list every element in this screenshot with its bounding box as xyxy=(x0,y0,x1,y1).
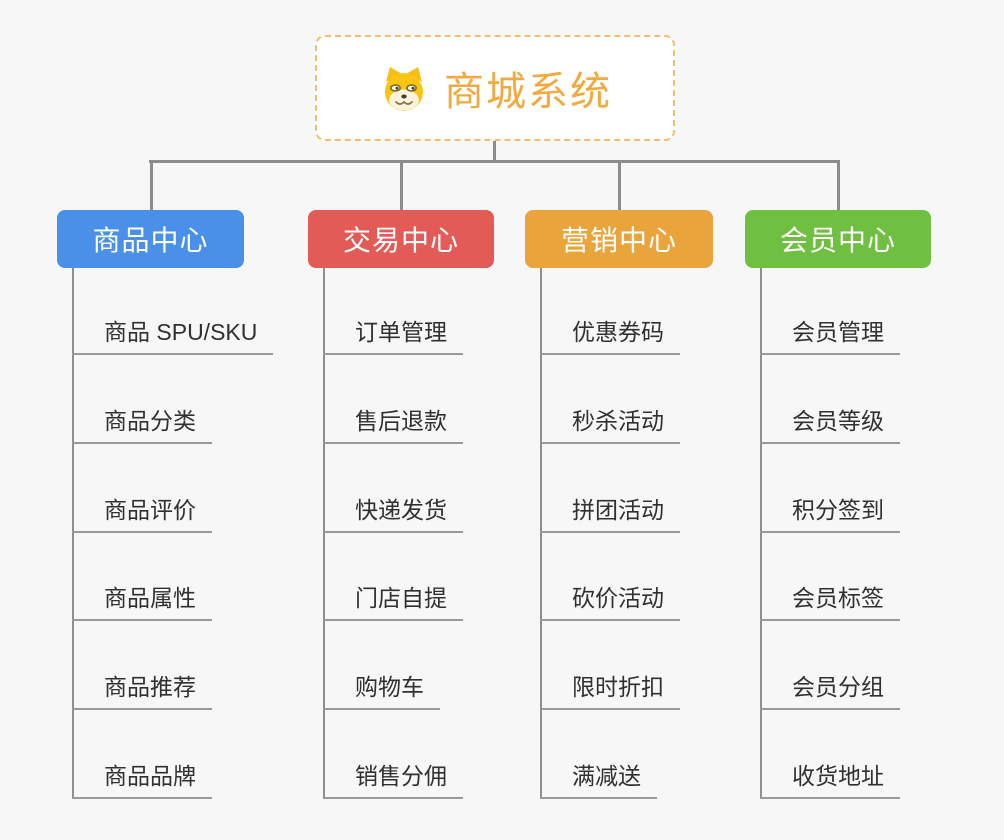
connector-line xyxy=(400,160,403,210)
leaf-node[interactable]: 砍价活动 xyxy=(540,581,680,621)
branch-node[interactable]: 商品中心 xyxy=(57,210,244,268)
root-node[interactable]: 商城系统 xyxy=(315,35,675,141)
connector-line xyxy=(72,268,74,799)
connector-line xyxy=(149,160,839,163)
leaf-node[interactable]: 会员分组 xyxy=(760,670,900,710)
leaf-node[interactable]: 商品分类 xyxy=(72,404,212,444)
leaf-node[interactable]: 商品属性 xyxy=(72,581,212,621)
connector-line xyxy=(150,160,153,210)
leaf-node[interactable]: 会员管理 xyxy=(760,315,900,355)
leaf-node[interactable]: 满减送 xyxy=(540,759,657,799)
connector-line xyxy=(760,268,762,799)
leaf-node[interactable]: 秒杀活动 xyxy=(540,404,680,444)
leaf-node[interactable]: 拼团活动 xyxy=(540,493,680,533)
connector-line xyxy=(618,160,621,210)
leaf-node[interactable]: 门店自提 xyxy=(323,581,463,621)
leaf-node[interactable]: 收货地址 xyxy=(760,759,900,799)
leaf-node[interactable]: 限时折扣 xyxy=(540,670,680,710)
branch-node[interactable]: 营销中心 xyxy=(525,210,713,268)
leaf-node[interactable]: 商品 SPU/SKU xyxy=(72,315,274,355)
branch-label: 会员中心 xyxy=(779,225,896,256)
leaf-node[interactable]: 销售分佣 xyxy=(323,759,463,799)
doge-icon xyxy=(378,65,430,112)
leaf-node[interactable]: 优惠券码 xyxy=(540,315,680,355)
leaf-node[interactable]: 会员标签 xyxy=(760,581,900,621)
leaf-node[interactable]: 商品品牌 xyxy=(72,759,212,799)
branch-label: 交易中心 xyxy=(342,225,459,256)
branch-node[interactable]: 会员中心 xyxy=(745,210,931,268)
branch-label: 营销中心 xyxy=(560,225,677,256)
branch-label: 商品中心 xyxy=(92,225,209,256)
leaf-node[interactable]: 商品推荐 xyxy=(72,670,212,710)
leaf-node[interactable]: 会员等级 xyxy=(760,404,900,444)
leaf-node[interactable]: 售后退款 xyxy=(323,404,463,444)
connector-line xyxy=(837,160,840,210)
connector-line xyxy=(323,268,325,799)
connector-line xyxy=(540,268,542,799)
leaf-node[interactable]: 订单管理 xyxy=(323,315,463,355)
branch-node[interactable]: 交易中心 xyxy=(308,210,494,268)
leaf-node[interactable]: 积分签到 xyxy=(760,493,900,533)
leaf-node[interactable]: 商品评价 xyxy=(72,493,212,533)
connector-line xyxy=(493,141,496,161)
leaf-node[interactable]: 快递发货 xyxy=(323,493,463,533)
root-title: 商城系统 xyxy=(444,70,612,114)
leaf-node[interactable]: 购物车 xyxy=(323,670,440,710)
